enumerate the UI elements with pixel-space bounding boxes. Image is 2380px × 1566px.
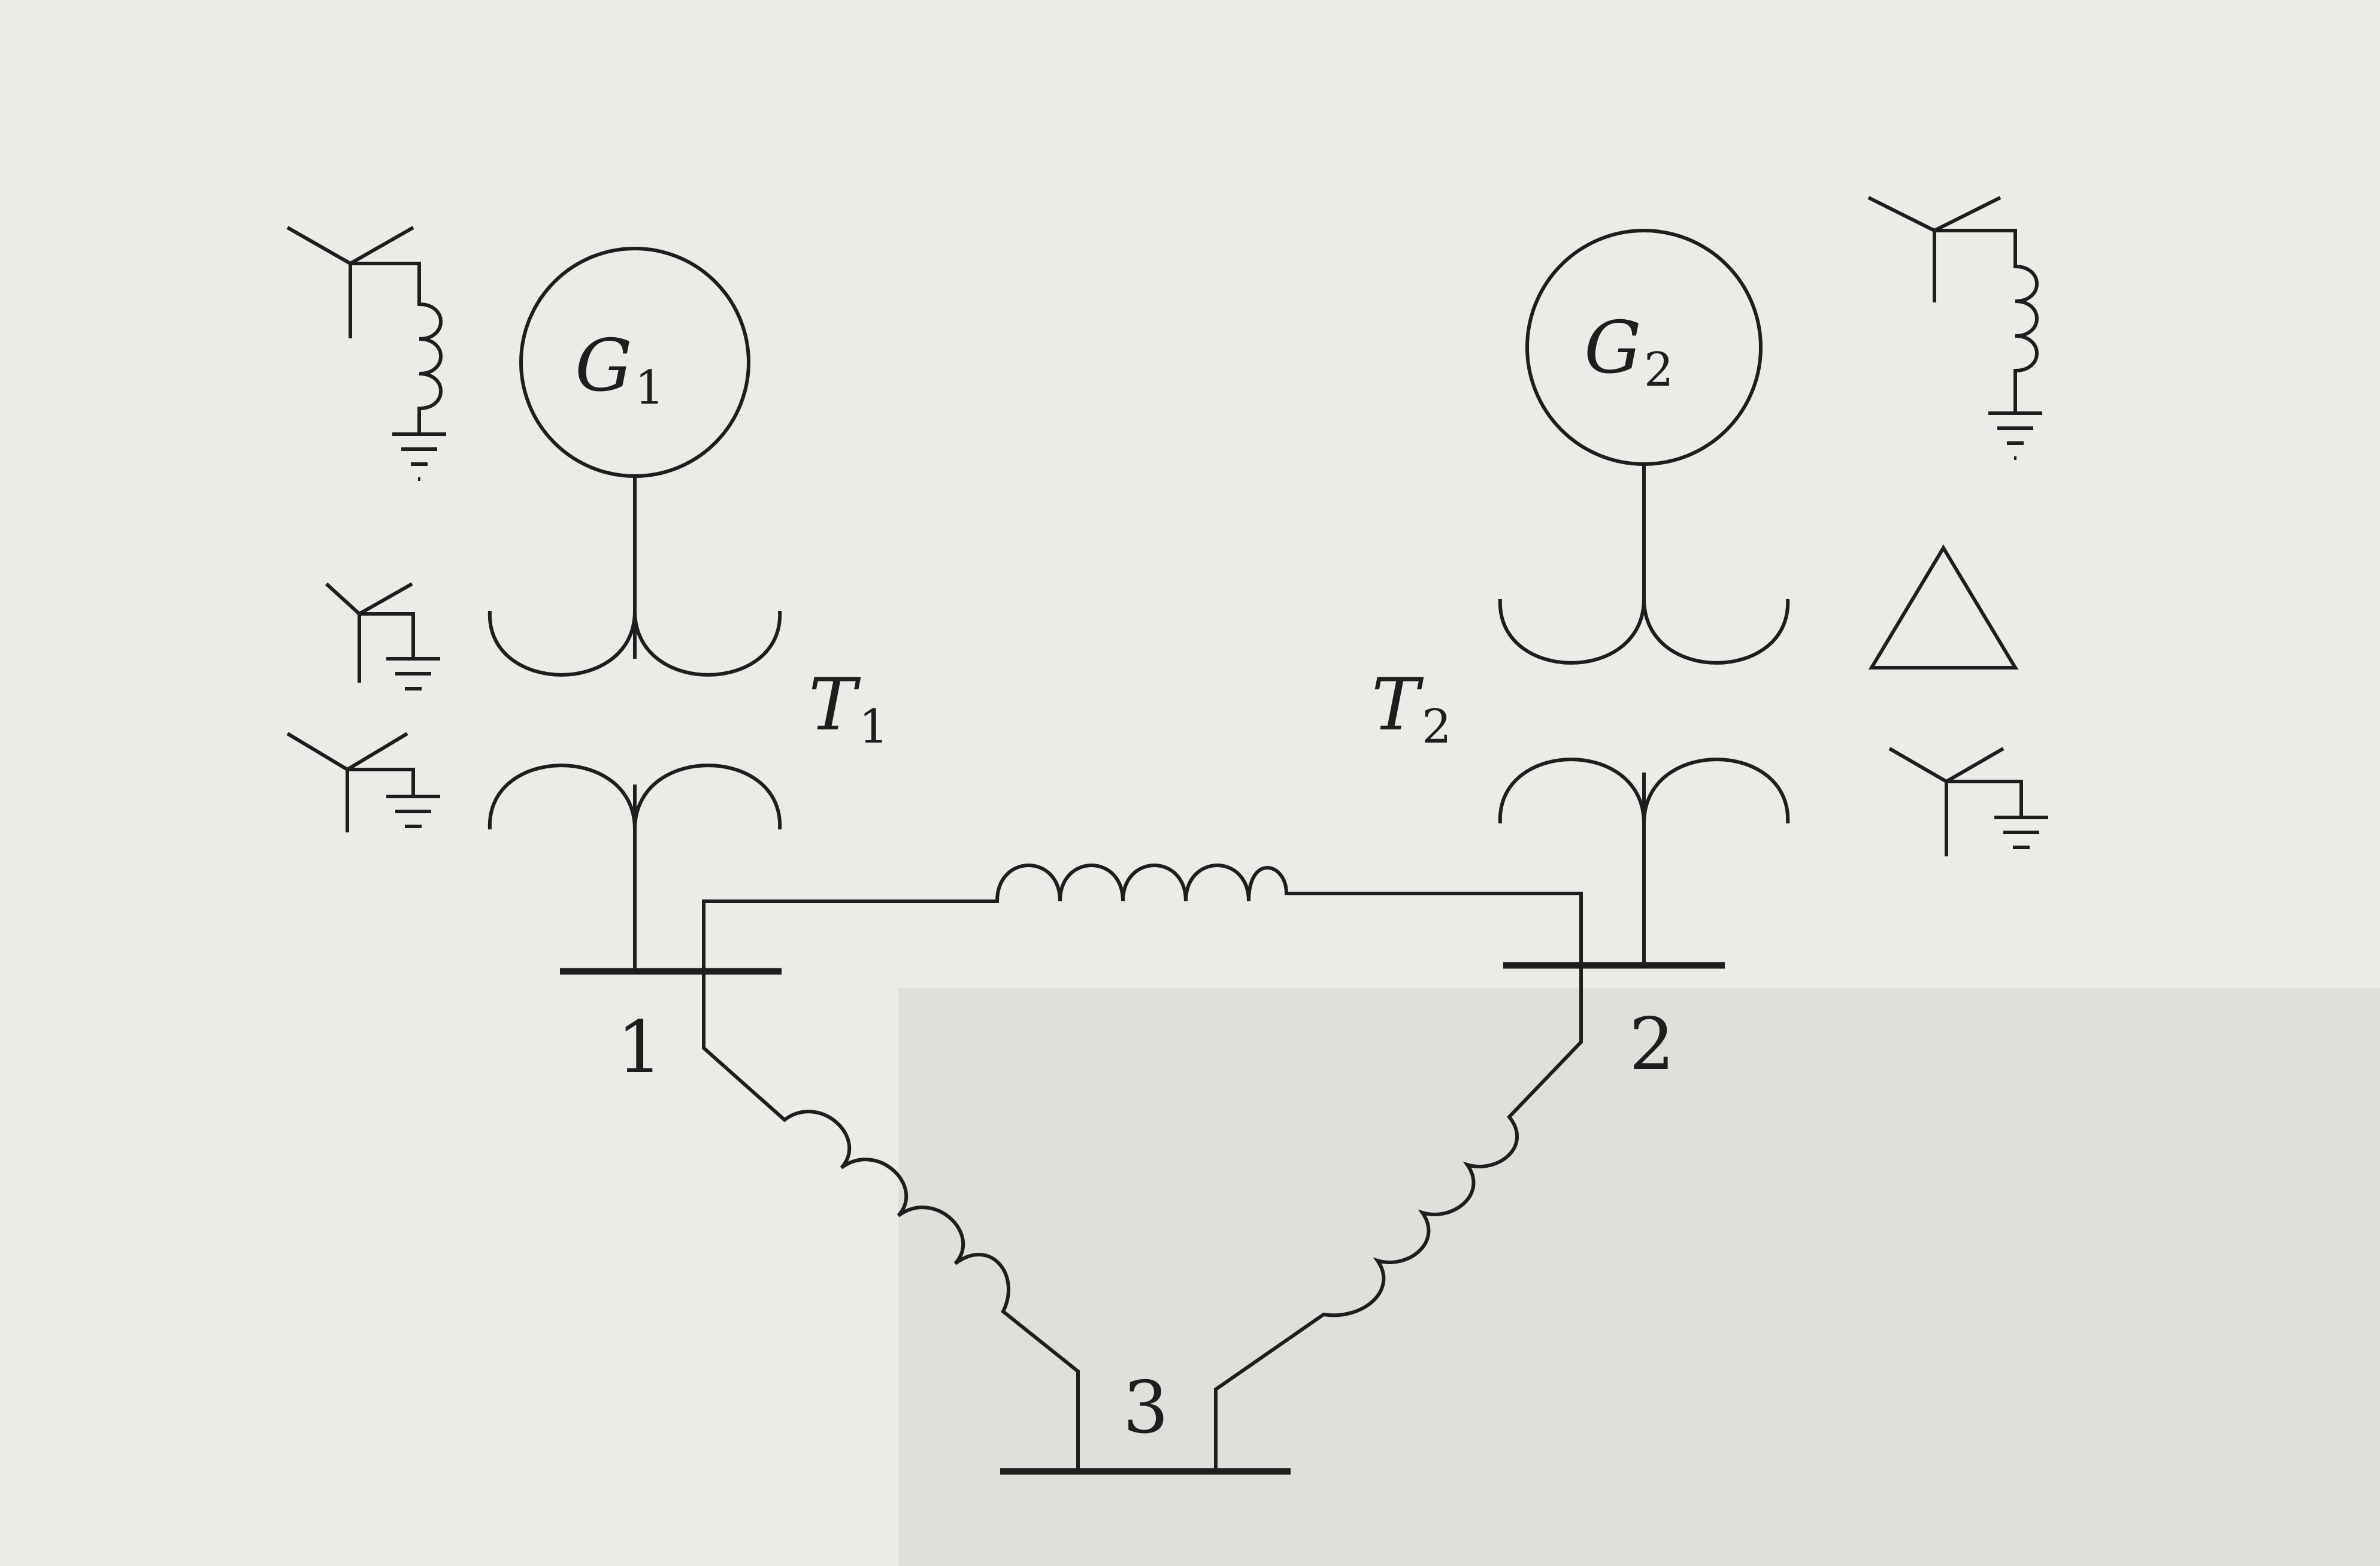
g1-wye-grounded-reactor-icon	[286, 226, 446, 481]
transformer-t2: T2	[1371, 598, 1790, 964]
g2-wye-grounded-reactor-icon	[1867, 196, 2042, 460]
transformer-t2-label: T2	[1371, 664, 1452, 754]
generator-g2: G2	[1525, 229, 1763, 599]
bus-1: 1	[560, 968, 782, 1089]
transformer-t1-label: T1	[809, 664, 889, 754]
line-1-2	[702, 864, 1583, 971]
t2-primary-delta-icon	[1868, 544, 2019, 670]
bus-2: 2	[1503, 962, 1725, 1086]
t1-secondary-wye-grounded-icon	[286, 732, 440, 832]
bus-2-label: 2	[1629, 1003, 1675, 1086]
bus-1-label: 1	[617, 1006, 662, 1089]
generator-g1-label: G1	[575, 325, 665, 415]
transformer-t2-primary-winding	[1498, 598, 1790, 665]
bus-3: 3	[1000, 1367, 1291, 1475]
line-1-3	[702, 971, 1080, 1471]
generator-g1: G1	[519, 247, 750, 659]
generator-g2-label: G2	[1584, 307, 1674, 397]
bus-3-label: 3	[1123, 1367, 1168, 1450]
transformer-t1-primary-winding	[487, 610, 782, 677]
t2-secondary-wye-grounded-icon	[1888, 747, 2048, 856]
t1-primary-wye-grounded-icon	[325, 582, 440, 690]
line-2-3	[1214, 965, 1583, 1471]
transformer-t1: T1	[487, 610, 889, 970]
